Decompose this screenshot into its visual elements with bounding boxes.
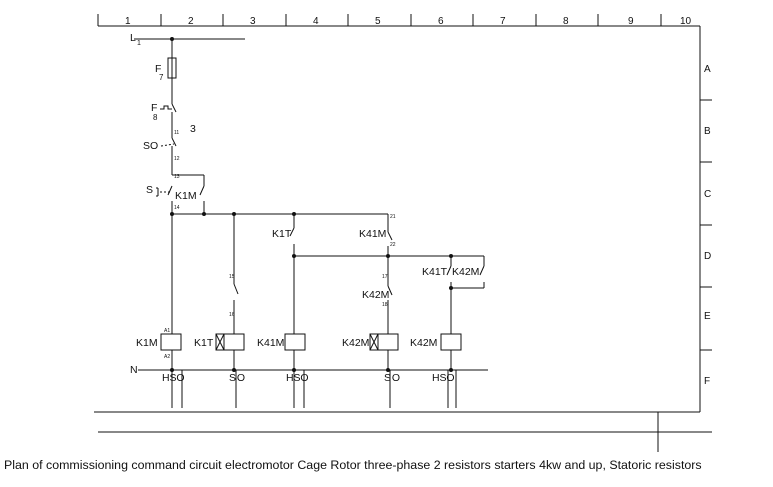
l1-label: L xyxy=(130,32,136,44)
svg-text:7: 7 xyxy=(159,73,164,82)
coil-label: K41M xyxy=(257,337,284,349)
k1m-aux-label: K1M xyxy=(175,190,197,202)
stop-so-label: SO xyxy=(143,140,158,152)
row-label: A xyxy=(704,64,711,75)
row-label: E xyxy=(704,311,711,322)
coil-label: K42M xyxy=(410,337,437,349)
coil-k1t xyxy=(223,333,245,351)
terminal-mark: 11 xyxy=(174,130,179,136)
row-label: D xyxy=(704,251,711,262)
col-label: 8 xyxy=(563,16,569,27)
col-label: 7 xyxy=(500,16,506,27)
k42m-contact-label: K42M xyxy=(362,289,389,301)
coil-label: K42M xyxy=(342,337,369,349)
terminal-mark: 17 xyxy=(382,274,388,280)
k42m-aux-label: K42M xyxy=(452,266,479,278)
coil-k42m-a xyxy=(377,333,399,351)
terminal-mark: 12 xyxy=(174,156,180,162)
terminal-hso: H S O xyxy=(162,372,185,384)
row-label: B xyxy=(704,126,711,137)
n-label: N xyxy=(130,364,138,376)
col-label: 1 xyxy=(125,16,131,27)
coil-label: K1M xyxy=(136,337,158,349)
k1t-contact-label: K1T xyxy=(272,228,292,240)
col-label: 4 xyxy=(313,16,319,27)
terminal-mark: 21 xyxy=(390,214,396,220)
col-label: 9 xyxy=(628,16,634,27)
col-label: 6 xyxy=(438,16,444,27)
terminal-mark: 14 xyxy=(174,205,180,211)
coil-k41m xyxy=(284,333,306,351)
terminal-so: S O xyxy=(384,372,400,384)
terminal-mark: 15 xyxy=(229,274,235,280)
k41t-contact-label: K41T xyxy=(422,266,448,278)
terminal-so: S O xyxy=(229,372,245,384)
terminal-mark: 18 xyxy=(382,302,388,308)
terminal-hso: H S O xyxy=(432,372,455,384)
diagram-caption: Plan of commissioning command circuit el… xyxy=(4,458,702,472)
node-3-label: 3 xyxy=(190,123,196,135)
terminal-mark: 16 xyxy=(229,312,235,318)
coil-label: K1T xyxy=(194,337,214,349)
row-label: C xyxy=(704,189,711,200)
svg-text:8: 8 xyxy=(153,113,158,122)
col-label: 5 xyxy=(375,16,381,27)
terminal-hso: H S O xyxy=(286,372,309,384)
svg-text:1: 1 xyxy=(137,40,141,47)
start-s1-label: S xyxy=(146,184,153,196)
fuse-f7-label: F xyxy=(155,63,161,75)
coil-k1m xyxy=(160,333,182,351)
coil-k42m-b xyxy=(440,333,462,351)
terminal-mark: 22 xyxy=(390,242,396,248)
terminal-mark: A1 xyxy=(164,328,170,334)
row-label: F xyxy=(704,376,710,387)
col-label: 2 xyxy=(188,16,194,27)
terminal-mark: 13 xyxy=(174,174,180,180)
k41m-contact-label: K41M xyxy=(359,228,386,240)
col-label: 3 xyxy=(250,16,256,27)
col-label: 10 xyxy=(680,16,692,27)
terminal-mark: A2 xyxy=(164,354,170,360)
thermal-f8-label: F xyxy=(151,102,157,114)
